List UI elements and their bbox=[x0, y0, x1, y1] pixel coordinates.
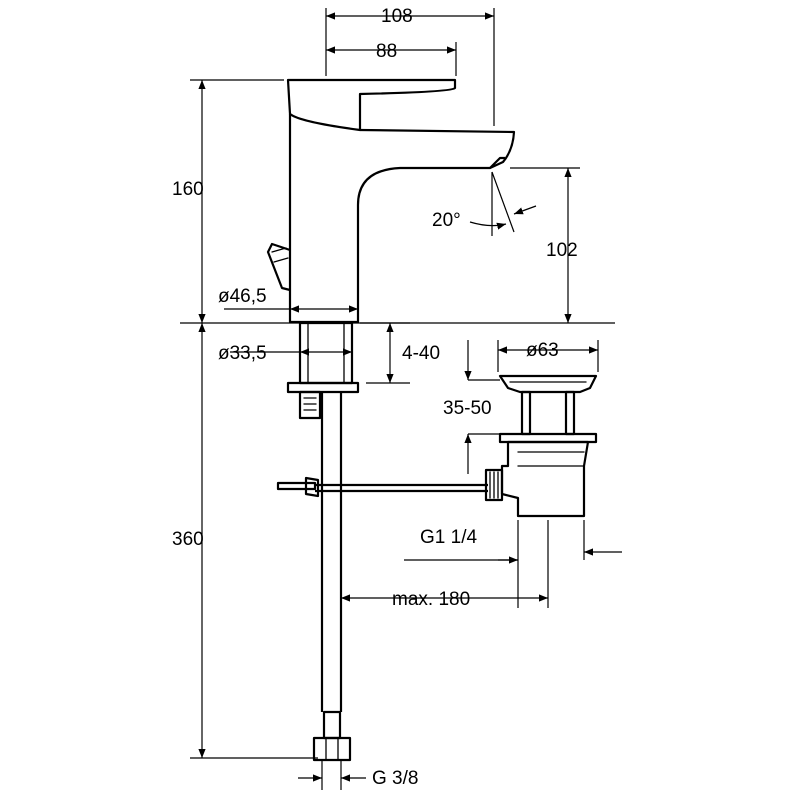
dim-hose-length: 360 bbox=[172, 529, 204, 550]
dim-height-spout: 102 bbox=[546, 240, 578, 261]
dim-diameter-waste: ø63 bbox=[526, 340, 559, 361]
dim-width-total: 108 bbox=[381, 6, 413, 27]
lift-rod-knob bbox=[266, 242, 291, 292]
dim-diameter-shank: ø33,5 bbox=[218, 343, 267, 364]
linkage-rod bbox=[276, 476, 488, 498]
dim-diameter-body: ø46,5 bbox=[218, 286, 267, 307]
dim-mount-thickness: 4-40 bbox=[402, 343, 440, 364]
waste-flange bbox=[498, 432, 598, 444]
dim-height-body: 160 bbox=[172, 179, 204, 200]
dim-hose-thread: G 3/8 bbox=[372, 768, 418, 789]
waste-valve bbox=[484, 374, 598, 518]
waste-side-connector bbox=[484, 468, 504, 502]
waste-plug-cap bbox=[498, 374, 598, 394]
mounting-plate bbox=[286, 381, 360, 394]
dim-width-handle: 88 bbox=[376, 41, 397, 62]
dim-rod-length: max. 180 bbox=[392, 589, 470, 610]
waste-body bbox=[500, 440, 590, 518]
lever-handle bbox=[286, 78, 457, 132]
faucet-body bbox=[266, 78, 516, 324]
hose-fitting bbox=[322, 710, 342, 740]
mounting-nut bbox=[298, 390, 322, 420]
dim-waste-thread: G1 1/4 bbox=[420, 527, 477, 548]
aerator bbox=[489, 156, 505, 169]
dim-angle: 20° bbox=[432, 210, 461, 231]
faucet-housing bbox=[288, 114, 516, 324]
mounting-shank bbox=[286, 321, 360, 762]
dim-waste-range: 35-50 bbox=[443, 398, 492, 419]
hose-nut bbox=[312, 736, 352, 762]
